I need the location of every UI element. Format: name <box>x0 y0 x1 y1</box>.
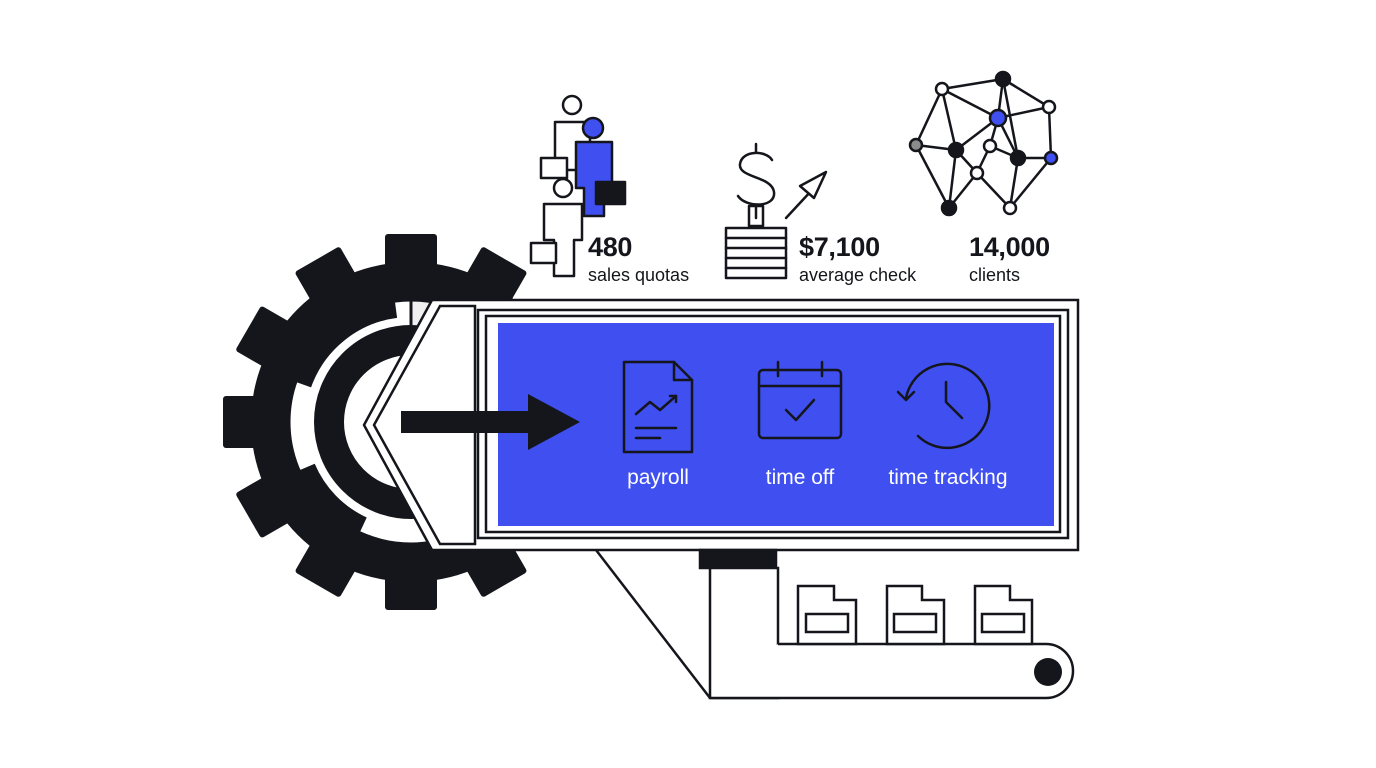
box-3 <box>973 584 1034 646</box>
stat-clients: 14,000 clients <box>969 232 1050 285</box>
stat-label: sales quotas <box>588 265 690 285</box>
feature-screen <box>498 323 1054 526</box>
stat-value: 480 <box>588 232 633 262</box>
feature-label-time-tracking: time tracking <box>888 466 1008 489</box>
feature-label-payroll: payroll <box>627 466 689 489</box>
payroll-document-icon <box>622 360 694 454</box>
box-1 <box>796 584 858 646</box>
network-nodes-icon <box>908 70 1059 217</box>
stat-label: average check <box>799 265 917 285</box>
box-2 <box>885 584 946 646</box>
stat-label: clients <box>969 265 1021 285</box>
dollar-growth-icon <box>724 142 828 280</box>
process-arrow-icon <box>401 394 580 450</box>
stat-average-check: $7,100 average check <box>799 232 917 285</box>
conveyor-boxes <box>796 584 1034 646</box>
stat-value: 14,000 <box>969 232 1050 262</box>
team-with-briefcases-icon <box>529 94 627 278</box>
conveyor-belt <box>595 548 1075 700</box>
calendar-check-icon <box>757 360 843 440</box>
conveyor-roller <box>1034 658 1062 686</box>
clock-history-icon <box>896 362 991 450</box>
stat-value: $7,100 <box>799 232 880 262</box>
stat-sales-quotas: 480 sales quotas <box>588 232 690 285</box>
feature-label-time-off: time off <box>765 466 835 489</box>
